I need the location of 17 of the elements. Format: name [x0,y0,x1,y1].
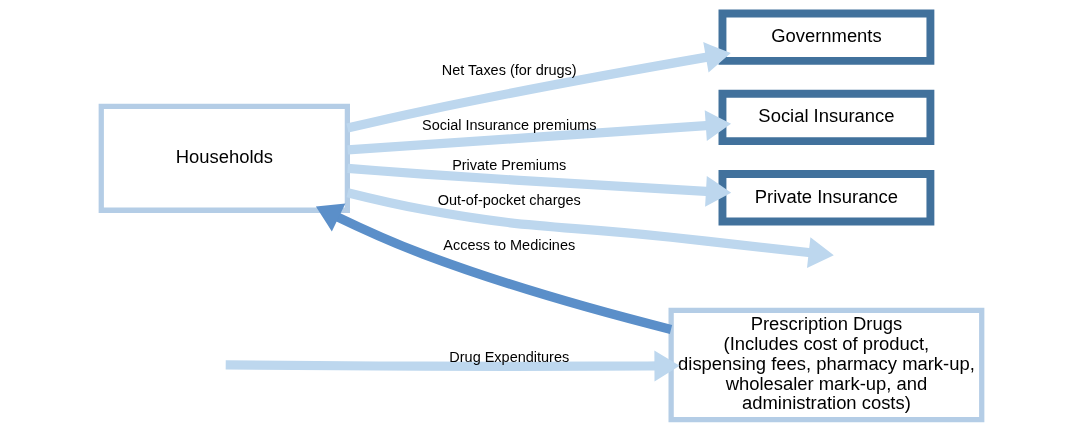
arrow [346,110,731,155]
edge-label: Social Insurance premiums [421,117,597,134]
edge-label: Net Taxes (for drugs) [441,62,577,79]
arrow [225,350,680,382]
edge-label: Private Premiums [451,156,566,173]
arrow [346,188,834,268]
edge-label: Drug Expenditures [448,348,569,365]
arrow [345,42,731,133]
node-box: Social Insurance [718,89,934,146]
node-box: Prescription Drugs (Includes cost of product, dispensing fees, pharmacy mark-up, wholesaler mark-up, and administration costs) [668,307,984,423]
edge-label: Access to Medicines [442,237,575,254]
node-box: Governments [718,9,934,65]
node-box: Households [98,103,350,213]
arrow [346,163,731,207]
arrow [315,203,672,334]
edge-label: Out-of-pocket charges [437,192,581,209]
node-box: Private Insurance [718,170,934,226]
